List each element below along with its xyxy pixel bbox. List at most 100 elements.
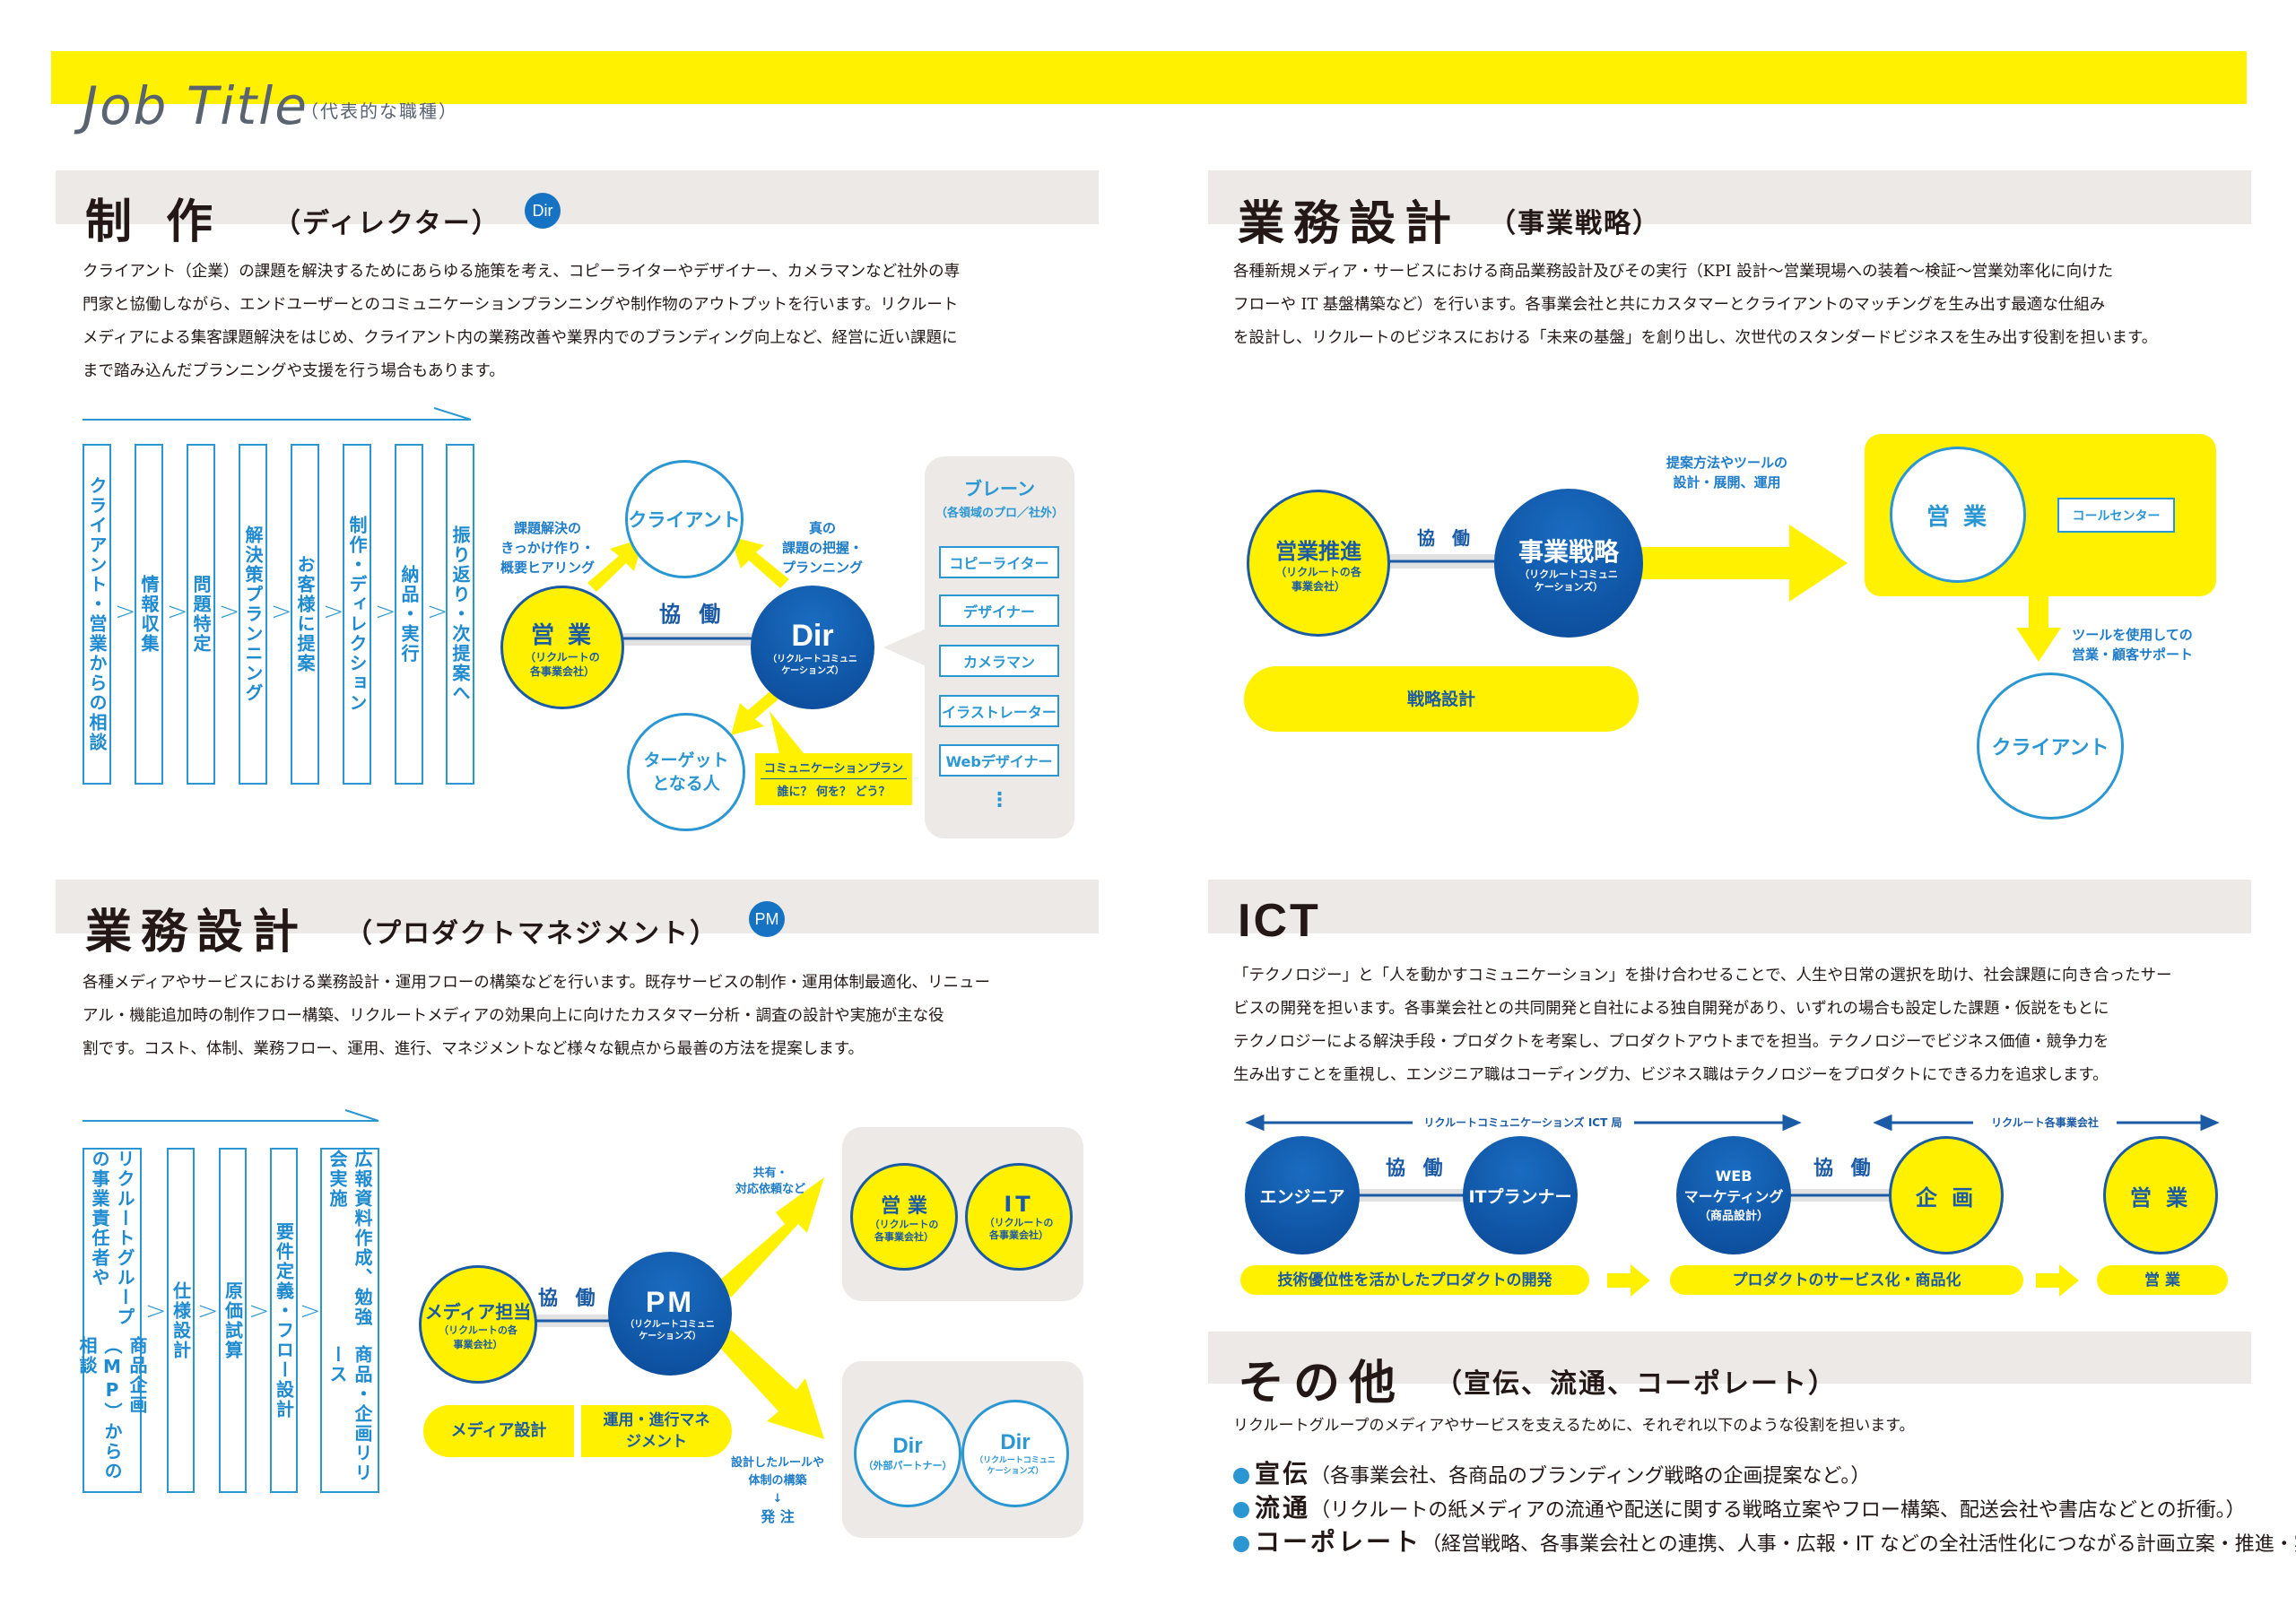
section-description: 各種メディアやサービスにおける業務設計・運用フローの構築などを行います。既存サー… — [83, 967, 990, 1066]
circle-sublabel: （リクルートの各事業会社） — [869, 1219, 939, 1243]
list-item-desc: （各事業会社、各商品のブランディング戦略の企画提案など。） — [1310, 1465, 1871, 1488]
circle-sublabel: （商品設計） — [1698, 1210, 1769, 1223]
flow-step: リクルートグループの事業責任者や商品企画（MP）からの相談 — [76, 1148, 148, 1493]
comm-plan-questions: 誰に？ 何を？ どう？ — [777, 785, 891, 799]
bullet-icon — [1233, 1502, 1249, 1518]
description-line: 生み出すことを重視し、エンジニア職はコーディング力、ビジネス職はテクノロジーをプ… — [1233, 1066, 2109, 1084]
range-arrows — [1245, 1114, 2220, 1132]
flow-arrow-line-3 — [83, 1109, 379, 1122]
flow-step-line: 広報資料作成、勉強会実施 — [326, 1150, 373, 1327]
sales-circle: 営 業 — [2103, 1136, 2218, 1254]
collab-label: 協 働 — [1813, 1158, 1876, 1180]
annotation-line: きっかけ作り・ — [500, 540, 595, 556]
dir-rc-circle: Dir（リクルートコミュニケーションズ） — [961, 1400, 1069, 1507]
circle-label: メディア担当 — [424, 1300, 532, 1323]
flow-arrow-line-1 — [83, 407, 472, 421]
section-title-ict: ICT — [1238, 895, 1321, 947]
pill-arrow-2 — [2036, 1264, 2079, 1297]
flow-step-line: リクルートグループの事業責任者や — [89, 1150, 135, 1327]
section-description: 各種新規メディア・サービスにおける商品業務設計及びその実行（KPI 設計〜営業現… — [1233, 256, 2157, 355]
annotation-line: 体制の構築 — [748, 1474, 807, 1488]
chevron-right-icon: > — [271, 596, 292, 626]
list-item: 流通（リクルートの紙メディアの流通や配送に関する戦略立案やフロー構築、配送会社や… — [1233, 1488, 2246, 1524]
sales-circle: 営 業（リクルートの各事業会社） — [850, 1163, 958, 1271]
circle-label: Dir — [1000, 1430, 1031, 1454]
circle-label: 事業戦略 — [1518, 537, 1619, 567]
list-item: 宣伝（各事業会社、各商品のブランディング戦略の企画提案など。） — [1233, 1454, 1870, 1490]
brain-item: デザイナー — [939, 595, 1059, 627]
annotation-line: 営業・顧客サポート — [2072, 647, 2194, 663]
flow-step: 要件定義・フロー設計 — [270, 1148, 298, 1493]
strategy-design-pill: 戦略設計 — [1244, 666, 1639, 732]
brain-subtitle: （各領域のプロ／社外） — [935, 507, 1064, 520]
description-line: テクノロジーによる解決手段・プロダクトを考案し、プロダクトアウトまでを担当。テク… — [1233, 1033, 2109, 1051]
brain-item: Webデザイナー — [939, 744, 1059, 777]
flow-step: 問題特定 — [187, 444, 215, 785]
circle-label: 営 業 — [530, 621, 595, 649]
flow-step: お客様に提案 — [291, 444, 319, 785]
section-header-bar — [1208, 170, 2251, 224]
annotation-right: 真の 課題の把握・ プランニング — [782, 518, 863, 577]
circle-label: PM — [646, 1285, 694, 1318]
target-circle: ターゲットとなる人 — [627, 713, 745, 831]
description-line: アル・機能追加時の制作フロー構築、リクルートメディアの効果向上に向けたカスタマー… — [83, 1007, 944, 1025]
description-line: 各種メディアやサービスにおける業務設計・運用フローの構築などを行います。既存サー… — [83, 974, 991, 992]
circle-label: エンジニア — [1259, 1186, 1345, 1207]
annotation-line: 真の — [809, 520, 837, 536]
circle-label: 営 業 — [881, 1195, 927, 1218]
bullet-icon — [1233, 1536, 1249, 1552]
section-description: クライアント（企業）の課題を解決するためにあらゆる施策を考え、コピーライターやデ… — [83, 256, 960, 388]
chevron-right-icon: > — [197, 1296, 219, 1325]
planning-circle: 企 画 — [1889, 1136, 2004, 1254]
chevron-right-icon: > — [115, 596, 136, 626]
circle-label: 営 業 — [2129, 1185, 2192, 1211]
pm-circle: PM（リクルートコミュニケーションズ） — [608, 1252, 732, 1376]
section-description: 「テクノロジー」と「人を動かすコミュニケーション」を掛け合わせることで、人生や日… — [1233, 959, 2172, 1092]
description-line: 門家と協働しながら、エンドユーザーとのコミュニケーションプランニングや制作物のア… — [83, 296, 959, 314]
sales-promo-circle: 営業推進（リクルートの各事業会社） — [1247, 490, 1390, 637]
s1-arrows — [587, 536, 807, 758]
chevron-right-icon: > — [323, 596, 344, 626]
comm-plan-pointer — [770, 711, 807, 758]
range-label-ict: リクルートコミュニケーションズ ICT 局 — [1423, 1116, 1622, 1129]
circle-sublabel: （リクルートの各事業会社） — [439, 1324, 517, 1350]
sales-circle: 営 業 — [1890, 447, 2026, 583]
description-line: まで踏み込んだプランニングや支援を行う場合もあります。 — [83, 362, 505, 380]
flow-step-line: 商品・企画リリース — [326, 1344, 373, 1483]
dir-badge: Dir — [525, 193, 561, 229]
arrow-sales-to-client — [2016, 596, 2061, 662]
chevron-right-icon: > — [167, 596, 188, 626]
collab-label: 協 働 — [1386, 1158, 1448, 1180]
collab-label: 協 働 — [538, 1288, 601, 1310]
strategy-circle: 事業戦略（リクルートコミュニケーションズ） — [1494, 489, 1643, 638]
circle-label: 営 業 — [1926, 503, 1990, 531]
more-icon: ⋮ — [989, 789, 1010, 812]
arrow-dir-to-client — [730, 536, 789, 588]
section-title-business-design: 業務設計 — [1238, 197, 1461, 251]
list-item-head: コーポレート — [1255, 1527, 1422, 1557]
circle-sublabel: （リクルートコミュニケーションズ） — [768, 654, 857, 676]
circle-label: 企 画 — [1915, 1185, 1978, 1211]
circle-label: WEB — [1715, 1167, 1752, 1185]
circle-label: マーケティング — [1683, 1188, 1784, 1205]
circle-sublabel: （リクルートコミュニケーションズ） — [975, 1456, 1056, 1476]
chevron-right-icon: > — [248, 1296, 270, 1325]
client-circle: クライアント — [1977, 673, 2124, 820]
list-item-desc: （リクルートの紙メディアの流通や配送に関する戦略立案やフロー構築、配送会社や書店… — [1310, 1499, 2246, 1522]
media-circle: メディア担当（リクルートの各事業会社） — [419, 1265, 537, 1384]
list-item-head: 宣伝 — [1255, 1459, 1311, 1488]
brain-item: イラストレーター — [939, 695, 1059, 727]
product-pill: プロダクトのサービス化・商品化 — [1670, 1265, 2023, 1295]
sales-pill: 営 業 — [2097, 1265, 2228, 1295]
chevron-right-icon: > — [427, 596, 448, 626]
circle-sublabel: （リクルートコミュニケーションズ） — [625, 1319, 715, 1341]
section-header-bar — [1208, 880, 2251, 933]
annotation-line: プランニング — [782, 560, 864, 576]
description-line: メディアによる集客課題解決をはじめ、クライアント内の業務改善や業界内でのブランデ… — [83, 329, 958, 347]
circle-sublabel: （リクルートの各事業会社） — [525, 650, 600, 678]
circle-sublabel: （リクルートの各事業会社） — [1275, 565, 1361, 593]
annotation-line: 発 注 — [761, 1508, 795, 1525]
engineer-circle: エンジニア — [1245, 1136, 1360, 1254]
sales-circle: 営 業（リクルートの各事業会社） — [500, 586, 624, 709]
description-line: を設計し、リクルートのビジネスにおける「未来の基盤」を創り出し、次世代のスタンダ… — [1233, 329, 2158, 347]
